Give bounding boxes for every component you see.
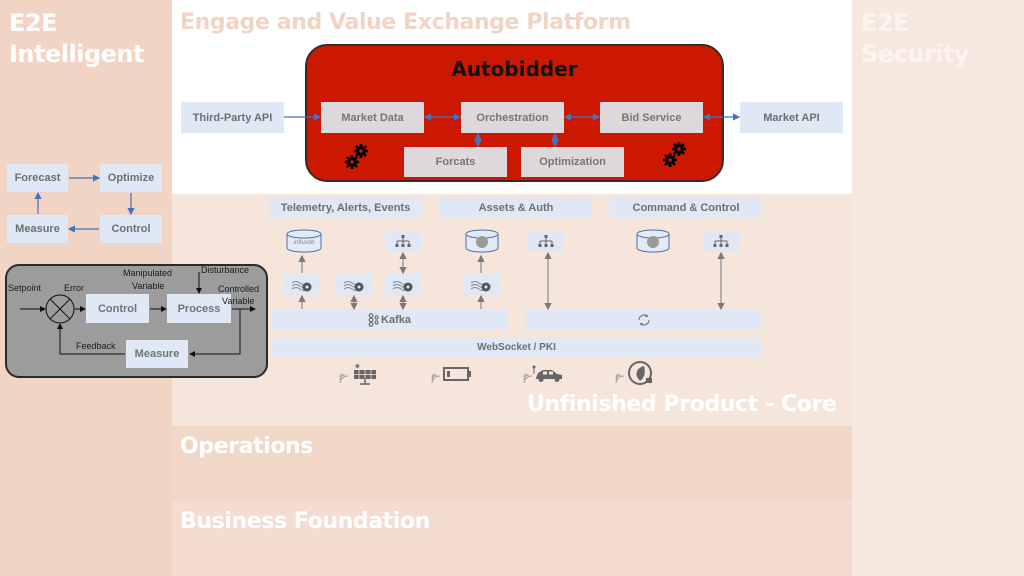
market-api-box[interactable]: Market API (740, 102, 843, 133)
solar-panel-icon: ✷ (339, 362, 376, 385)
battery-icon (431, 367, 471, 384)
stream-processor-3[interactable] (385, 274, 421, 295)
e2e-intelligent-line1: E2E (9, 9, 57, 37)
bid-service-box[interactable]: Bid Service (600, 102, 703, 133)
e2e-security-title: E2E Security (861, 8, 970, 70)
optimization-box[interactable]: Optimization (521, 147, 624, 177)
api-node-telemetry[interactable] (385, 231, 421, 252)
e2e-security-column (852, 0, 1024, 576)
platform-title: Engage and Value Exchange Platform (180, 10, 631, 35)
sync-bar[interactable] (525, 310, 762, 330)
kafka-label: Kafka (381, 314, 411, 326)
business-foundation-band (172, 500, 852, 576)
assets-auth-header[interactable]: Assets & Auth (440, 197, 592, 218)
hierarchy-icon (395, 235, 411, 247)
setpoint-label: Setpoint (8, 283, 42, 293)
postgres-icon (465, 229, 499, 253)
cycle-optimize-box[interactable]: Optimize (100, 164, 162, 192)
cycle-forecast-box[interactable]: Forecast (7, 164, 68, 192)
disturbance-label: Disturbance (201, 265, 250, 275)
manipulated-label-2: Variable (132, 281, 165, 291)
forecast-box[interactable]: Forcats (404, 147, 507, 177)
stream-processor-icon (392, 280, 413, 291)
svg-text:influxdb: influxdb (294, 240, 315, 246)
cycle-measure-box[interactable]: Measure (7, 215, 68, 243)
loop-measure-box[interactable]: Measure (126, 340, 188, 368)
error-label: Error (64, 283, 84, 293)
stream-processor-icon (470, 280, 491, 291)
operations-title: Operations (180, 434, 313, 459)
telemetry-header[interactable]: Telemetry, Alerts, Events (269, 197, 422, 218)
electric-car-icon (523, 365, 562, 384)
business-foundation-title: Business Foundation (180, 509, 430, 534)
e2e-intelligent-line2: Intelligent (9, 40, 144, 68)
cycle-control-box[interactable]: Control (100, 215, 162, 243)
loop-control-box[interactable]: Control (86, 294, 149, 323)
gears-icon (663, 142, 686, 167)
postgres-icon (636, 229, 670, 253)
e2e-security-line2: Security (861, 40, 970, 68)
command-control-header[interactable]: Command & Control (610, 197, 762, 218)
manipulated-label-1: Manipulated (123, 268, 173, 278)
autobidder-title: Autobidder (451, 57, 578, 81)
stream-processor-4[interactable] (463, 274, 499, 295)
hierarchy-icon (713, 235, 729, 247)
controlled-label-2: Variable (222, 296, 255, 306)
kafka-icon (368, 313, 379, 327)
kafka-bar[interactable]: Kafka (271, 310, 507, 330)
feedback-label: Feedback (76, 341, 116, 351)
api-node-command[interactable] (703, 231, 739, 252)
api-node-assets[interactable] (528, 231, 564, 252)
operations-band (172, 426, 852, 500)
gears-icon (345, 144, 368, 169)
stream-processor-2[interactable] (336, 274, 372, 295)
sync-icon (638, 314, 649, 326)
influxdb-icon: influxdb (286, 229, 322, 253)
orchestration-box[interactable]: Orchestration (461, 102, 564, 133)
controlled-label-1: Controlled (218, 284, 260, 294)
stream-processor-icon (291, 280, 312, 291)
stream-processor-icon (343, 280, 364, 291)
core-subtitle: Unfinished Product - Core (527, 392, 837, 417)
websocket-pki-bar[interactable]: WebSocket / PKI (271, 337, 762, 357)
third-party-api-box[interactable]: Third-Party API (181, 102, 284, 133)
market-data-box[interactable]: Market Data (321, 102, 424, 133)
stream-processor-1[interactable] (284, 274, 320, 295)
e2e-intelligent-title: E2E Intelligent (9, 8, 144, 70)
svg-text:✷: ✷ (354, 362, 361, 371)
ev-charger-icon (615, 361, 652, 385)
hierarchy-icon (538, 235, 554, 247)
e2e-security-line1: E2E (861, 9, 910, 37)
